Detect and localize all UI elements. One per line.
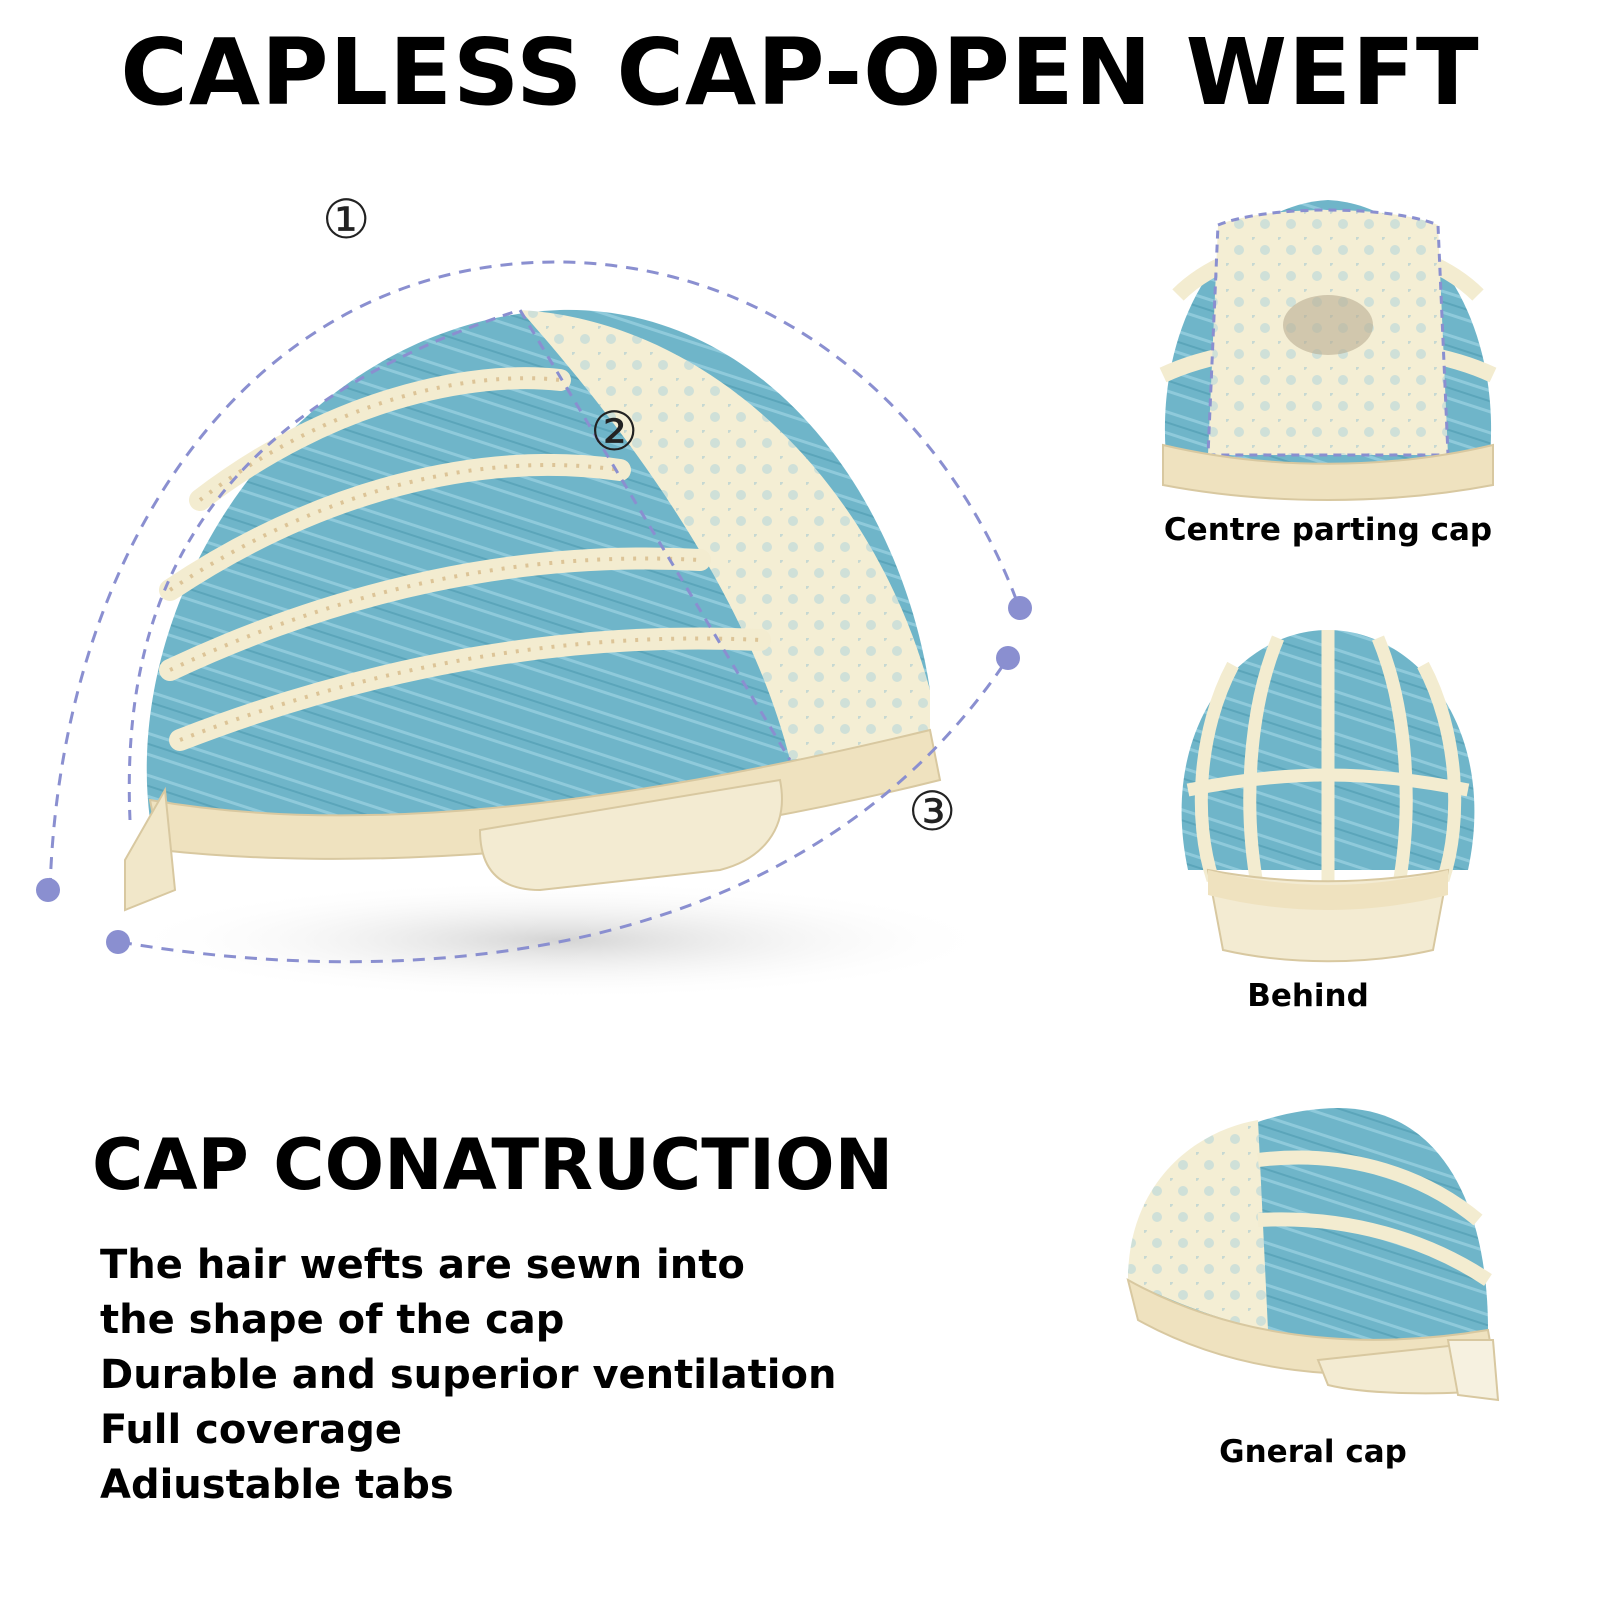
view-label-general: Gneral cap bbox=[1219, 1434, 1407, 1470]
feature-item: the shape of the cap bbox=[100, 1297, 565, 1343]
marker-1: ① bbox=[322, 188, 370, 251]
arc-3-start-dot bbox=[106, 930, 130, 954]
cap-band bbox=[148, 728, 942, 860]
view-label-centre-parting: Centre parting cap bbox=[1163, 512, 1493, 548]
feature-item: Adiustable tabs bbox=[100, 1462, 454, 1508]
region-2-outline bbox=[127, 308, 792, 821]
arc-3-end-dot bbox=[996, 646, 1020, 670]
ear-tab-right bbox=[478, 778, 783, 892]
page-title: CAPLESS CAP-OPEN WEFT bbox=[120, 19, 1480, 126]
arc-1-start-dot bbox=[36, 878, 60, 902]
feature-item: Full coverage bbox=[100, 1407, 403, 1453]
view-label-behind: Behind bbox=[1247, 978, 1369, 1014]
arc-1-end-dot bbox=[1008, 596, 1032, 620]
construction-heading: CAP CONATRUCTION bbox=[92, 1124, 894, 1206]
main-cap-diagram: ① ② ③ bbox=[36, 188, 1032, 1000]
ear-tab-left bbox=[124, 786, 177, 912]
arc-3 bbox=[119, 657, 1010, 964]
feature-item: The hair wefts are sewn into bbox=[100, 1242, 745, 1288]
marker-3: ③ bbox=[908, 780, 956, 843]
arc-1 bbox=[48, 260, 1022, 891]
general-cap-image bbox=[1126, 1108, 1500, 1402]
lace-panel bbox=[520, 310, 930, 760]
marker-2: ② bbox=[590, 400, 638, 463]
feature-list: The hair wefts are sewn into the shape o… bbox=[100, 1238, 836, 1513]
centre-parting-cap-image bbox=[1159, 200, 1497, 501]
behind-cap-image bbox=[1181, 630, 1475, 963]
weft-dots bbox=[168, 376, 761, 742]
feature-item: Durable and superior ventilation bbox=[100, 1352, 837, 1398]
cap-shadow bbox=[120, 880, 1000, 1000]
